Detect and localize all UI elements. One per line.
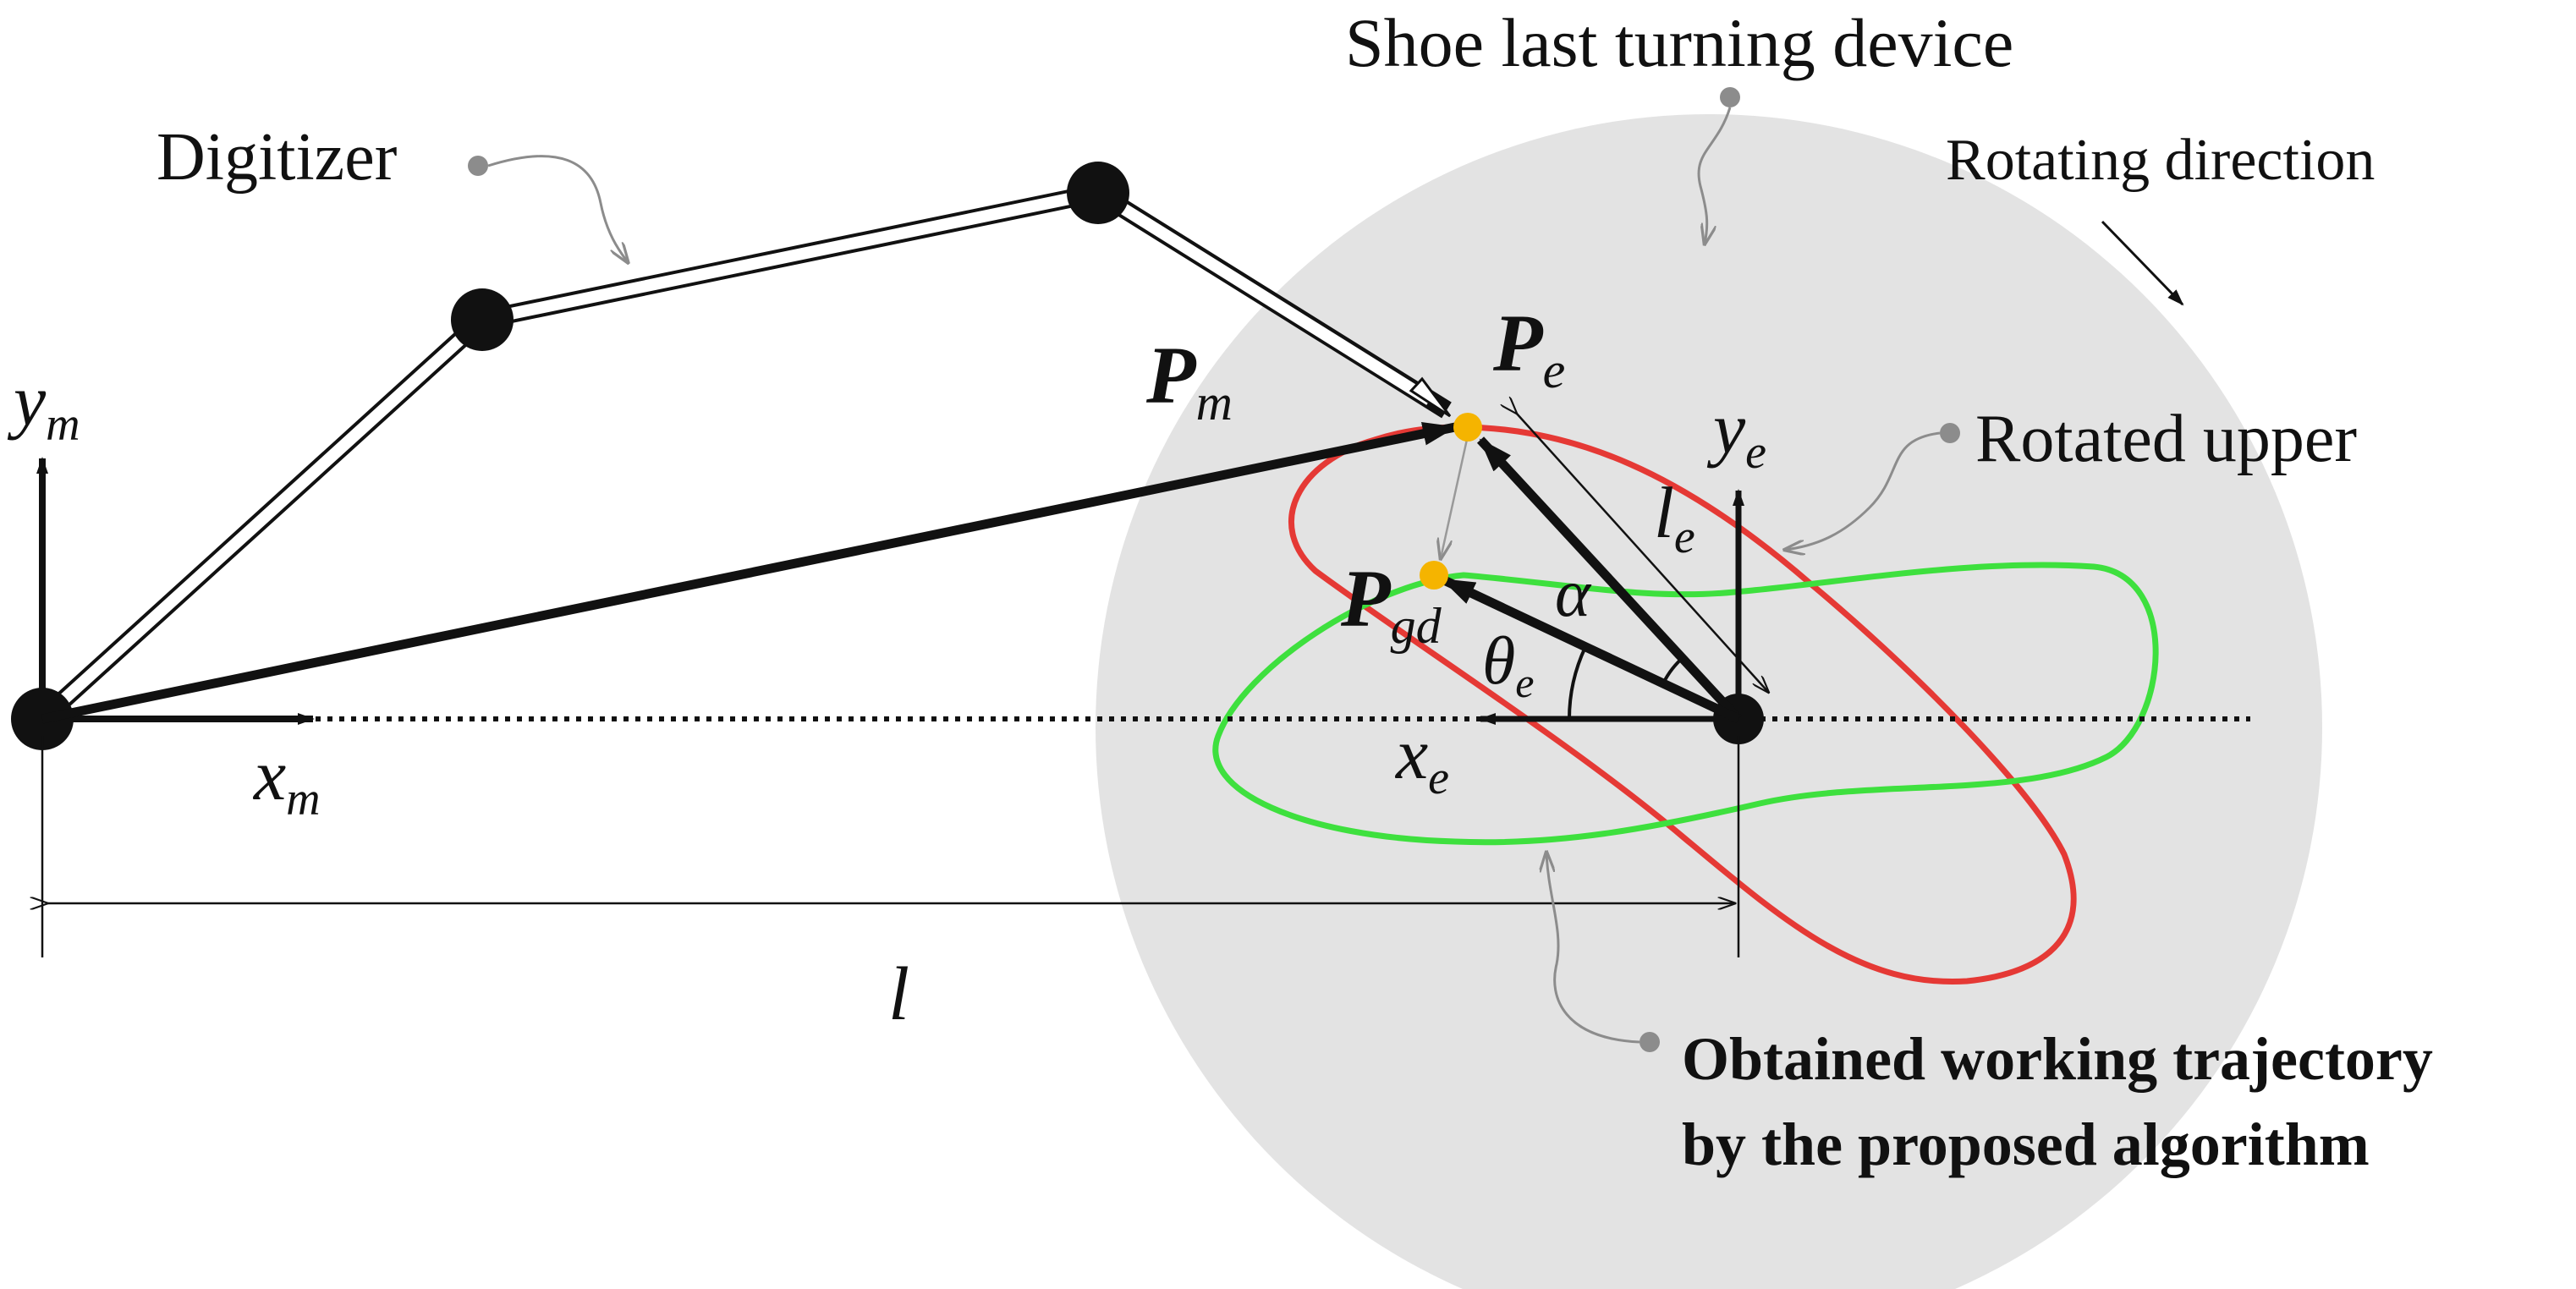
theta-arc bbox=[1568, 646, 1587, 720]
ym-symbol: ym bbox=[7, 359, 80, 451]
le-dimension bbox=[1516, 413, 1768, 692]
digitizer-leader bbox=[487, 155, 628, 262]
trajectory-leader bbox=[1546, 853, 1640, 1044]
l-symbol: l bbox=[888, 952, 909, 1036]
trajectory-label-line2: by the proposed algorithm bbox=[1682, 1111, 2370, 1178]
xe-symbol: xe bbox=[1394, 713, 1449, 804]
pm-symbol: Pm bbox=[1145, 330, 1233, 431]
pe-symbol: Pe bbox=[1492, 298, 1565, 398]
digitizer-probe-tip bbox=[1409, 376, 1452, 418]
rotating-direction-arrow bbox=[2101, 220, 2184, 306]
working-trajectory-curve bbox=[1212, 562, 2159, 846]
device-leader-dot bbox=[1720, 87, 1740, 107]
trajectory-label-line1: Obtained working trajectory bbox=[1682, 1025, 2433, 1093]
digitizer-arm-inner bbox=[38, 187, 1433, 724]
rotated-upper-leader bbox=[1785, 431, 1941, 550]
alpha-symbol: α bbox=[1555, 557, 1592, 631]
alpha-arc bbox=[1661, 655, 1686, 684]
projection-arrow bbox=[1441, 435, 1469, 558]
rotating-direction-label: Rotating direction bbox=[1946, 128, 2375, 193]
point-pe bbox=[1453, 413, 1482, 442]
trajectory-leader-dot bbox=[1640, 1032, 1660, 1052]
point-pgd bbox=[1420, 561, 1448, 590]
digitizer-label: Digitizer bbox=[157, 120, 397, 195]
digitizer-leader-dot bbox=[468, 156, 488, 176]
device-leader bbox=[1697, 107, 1732, 244]
pgd-symbol: Pgd bbox=[1340, 553, 1442, 654]
le-symbol: le bbox=[1654, 472, 1695, 563]
ye-symbol: ye bbox=[1706, 387, 1766, 479]
elbow-joint-1 bbox=[451, 288, 514, 351]
rotated-upper-label: Rotated upper bbox=[1975, 402, 2357, 476]
rotated-upper-leader-dot bbox=[1940, 423, 1960, 443]
xm-symbol: xm bbox=[252, 734, 321, 826]
device-label: Shoe last turning device bbox=[1345, 4, 2013, 81]
elbow-joint-2 bbox=[1067, 162, 1129, 224]
pm-vector bbox=[41, 421, 1457, 724]
thetae-symbol: θe bbox=[1482, 624, 1535, 706]
